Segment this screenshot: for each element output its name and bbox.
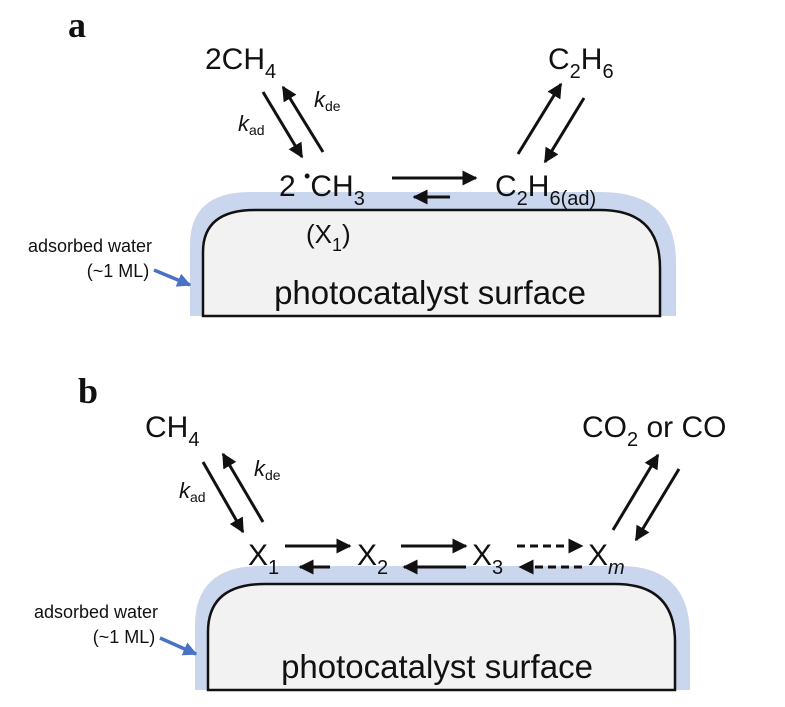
panel-a-ethane-adsorb-arrow bbox=[543, 97, 586, 164]
panel-a-desorption-arrow bbox=[281, 85, 325, 153]
panel-a-methyl-radical: 2 •CH3 bbox=[279, 166, 365, 210]
panel-a-ethane-desorb-arrow bbox=[516, 82, 563, 155]
panel-a-ethane: C2H6 bbox=[548, 43, 614, 83]
panel-a-reactant: 2CH4 bbox=[205, 43, 276, 83]
panel-b-adsorption-arrow bbox=[201, 461, 245, 534]
panel-a-water-label-line1: adsorbed water bbox=[28, 236, 152, 256]
panel-b-catalyst-surface bbox=[206, 582, 677, 692]
panel-b-product: CO2 or CO bbox=[582, 411, 726, 451]
panel-b-x1: X1 bbox=[248, 539, 279, 579]
panel-b-water-arrow bbox=[159, 636, 198, 656]
panel-b-product-adsorb-arrow bbox=[634, 468, 681, 542]
panel-b-reactant: CH4 bbox=[145, 411, 199, 451]
panel-a-k-ad: kad bbox=[238, 111, 265, 138]
panel-b-x3: X3 bbox=[472, 539, 503, 579]
panel-b-surface-label: photocatalyst surface bbox=[281, 648, 593, 685]
panel-b-water-label-line2: (~1 ML) bbox=[93, 627, 156, 647]
panel-b-xm: Xm bbox=[588, 539, 625, 579]
panel-b: b photocatalyst surface adsorbed water (… bbox=[34, 371, 726, 692]
panel-a-adsorbed-ethane: C2H6(ad) bbox=[495, 170, 596, 210]
panel-a-k-de: kde bbox=[314, 87, 341, 114]
panel-a-catalyst-surface bbox=[201, 208, 662, 318]
panel-b-x2: X2 bbox=[357, 539, 388, 579]
panel-a-x1-tag: (X1) bbox=[306, 219, 351, 255]
panel-a-water-arrow bbox=[153, 268, 192, 287]
panel-b-water-label-line1: adsorbed water bbox=[34, 602, 158, 622]
panel-b-desorption-arrow bbox=[221, 452, 265, 523]
panel-a-adsorption-arrow bbox=[261, 91, 304, 159]
panel-a: a photocatalyst surface adsorbed water (… bbox=[28, 5, 676, 318]
panel-b-product-desorb-arrow bbox=[611, 453, 660, 531]
panel-b-k-de: kde bbox=[254, 456, 281, 483]
panel-b-label: b bbox=[78, 371, 98, 411]
panel-a-label: a bbox=[68, 5, 86, 45]
panel-a-water-label-line2: (~1 ML) bbox=[87, 261, 150, 281]
panel-a-surface-label: photocatalyst surface bbox=[274, 274, 586, 311]
panel-b-k-ad: kad bbox=[179, 478, 206, 505]
